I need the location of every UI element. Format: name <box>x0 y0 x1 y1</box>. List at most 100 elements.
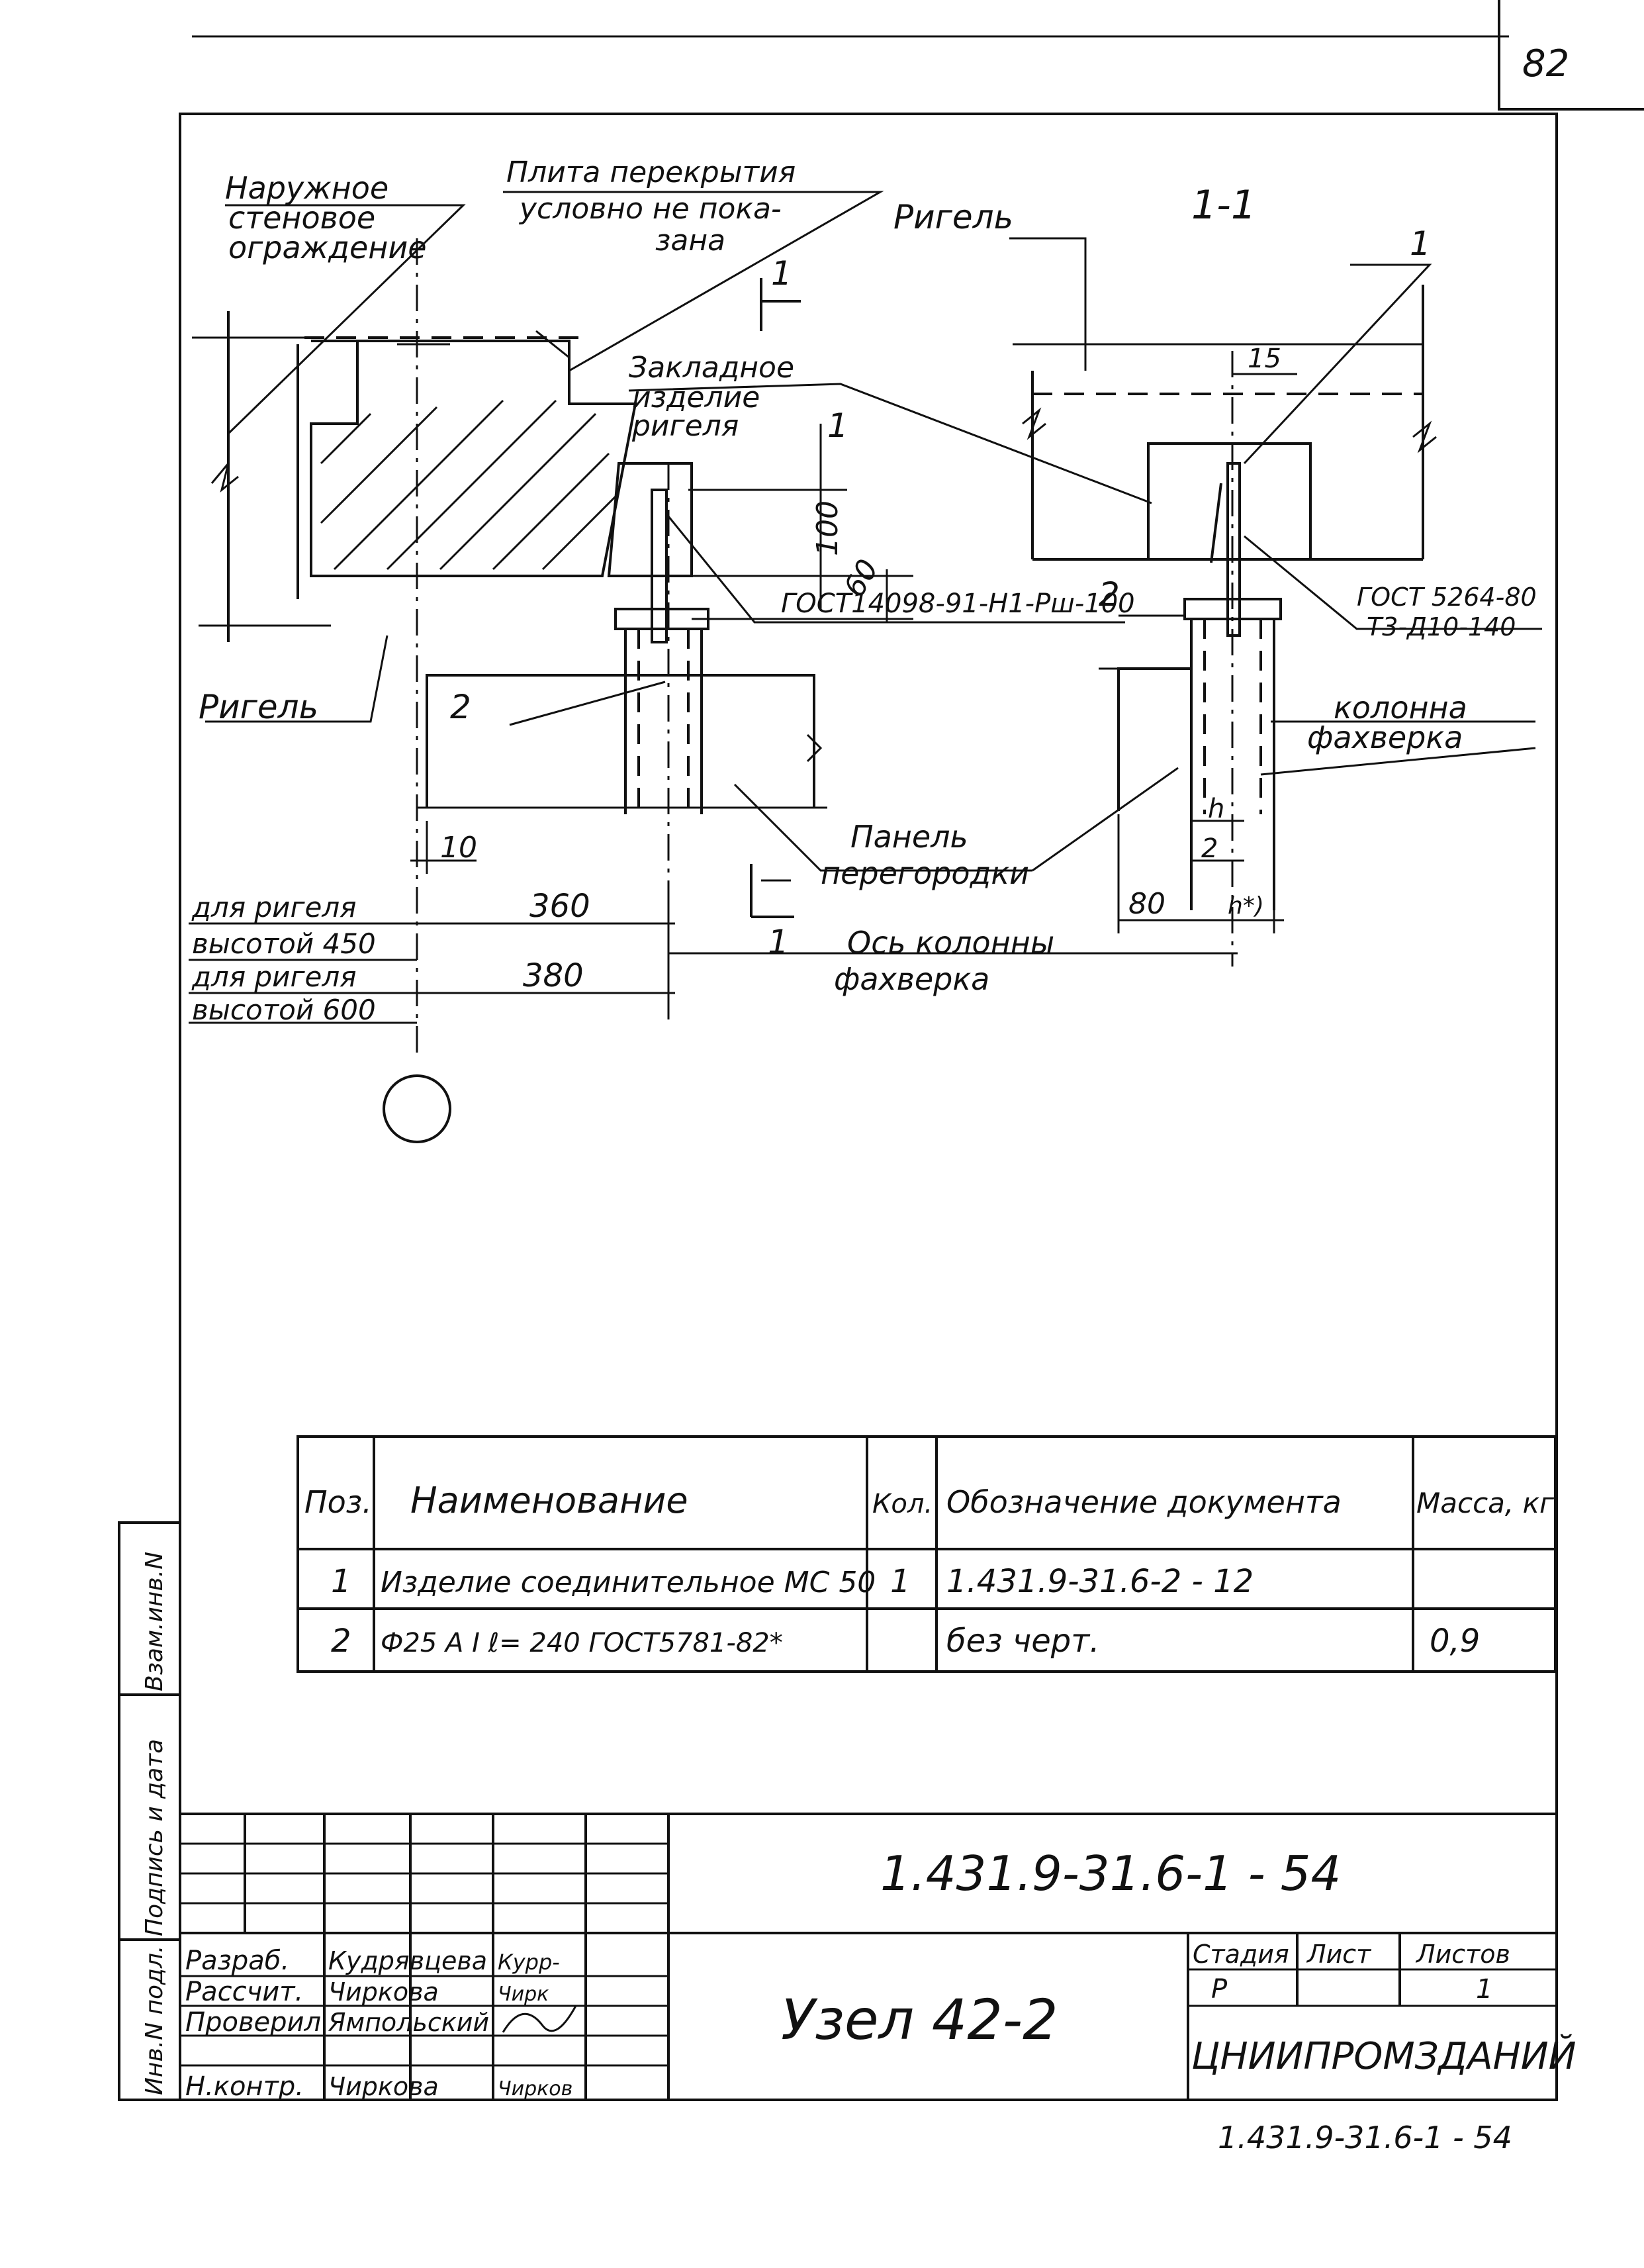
dims-right <box>1117 373 1297 933</box>
svg-text:Взам.инв.N: Взам.инв.N <box>141 1552 168 1691</box>
svg-text:высотой 450: высотой 450 <box>192 927 376 960</box>
title-names: Кудрявцева Чиркова Ямпольский Чиркова <box>328 1946 489 2101</box>
spec-row-2: 2 Ф25 А I ℓ= 240 ГОСТ5781-82* без черт. … <box>331 1623 1480 1660</box>
svg-text:ригеля: ригеля <box>631 409 739 443</box>
svg-text:0,9: 0,9 <box>1430 1623 1480 1660</box>
sheet-number: 82 <box>1522 42 1569 85</box>
label-rigel-left: Ригель <box>199 688 318 726</box>
pos2-left: 2 <box>450 688 471 726</box>
svg-text:Наружное: Наружное <box>225 170 388 206</box>
drawing-frame <box>179 113 1558 2101</box>
svg-text:Лист: Лист <box>1306 1940 1372 1969</box>
svg-text:колонна: колонна <box>1334 690 1467 726</box>
archive-stamp: 1.431.9-31.6-1 - 54 <box>1218 2120 1512 2155</box>
svg-text:Р: Р <box>1211 1974 1228 2005</box>
title-signatures: Курр- Чирк Чирков <box>498 1950 577 2101</box>
svg-text:стеновое: стеновое <box>228 200 375 236</box>
svg-text:Закладное: Закладное <box>629 351 794 385</box>
panel-right <box>1099 667 1191 811</box>
svg-text:80: 80 <box>1128 887 1165 921</box>
dim-10-label: 10 <box>440 831 477 865</box>
dim-rows: для ригеля высотой 450 для ригеля высото… <box>191 888 590 1026</box>
svg-text:Ф25 А I ℓ= 240 ГОСТ5781-82*: Ф25 А I ℓ= 240 ГОСТ5781-82* <box>381 1628 783 1658</box>
title-block-grid <box>180 1813 1557 2100</box>
panel-left <box>417 674 827 809</box>
svg-text:Ось колонны: Ось колонны <box>847 925 1054 961</box>
svg-text:Чирков: Чирков <box>498 2077 572 2101</box>
svg-text:Рассчит.: Рассчит. <box>185 1977 303 2007</box>
svg-text:Подпись и дата: Подпись и дата <box>141 1739 168 1936</box>
svg-text:Проверил: Проверил <box>185 2007 321 2038</box>
pos1-right: 1 <box>1410 224 1431 263</box>
pos2-right: 2 <box>1099 575 1120 614</box>
reference-circle <box>383 1074 451 1143</box>
svg-text:ограждение: ограждение <box>228 230 427 265</box>
svg-text:условно не пока-: условно не пока- <box>518 192 782 226</box>
column-left <box>614 608 709 814</box>
svg-text:2: 2 <box>1201 833 1218 864</box>
svg-text:Т3-Д10-140: Т3-Д10-140 <box>1367 612 1516 641</box>
svg-text:Н.контр.: Н.контр. <box>185 2071 304 2102</box>
svg-text:Обозначение документа: Обозначение документа <box>946 1484 1342 1520</box>
svg-text:1: 1 <box>1476 1974 1492 2005</box>
svg-text:перегородки: перегородки <box>821 855 1029 891</box>
svg-text:360: 360 <box>529 888 590 925</box>
svg-text:Поз.: Поз. <box>304 1484 372 1520</box>
label-embedded: Закладное изделие ригеля <box>629 351 794 443</box>
dim-100-60 <box>692 424 913 622</box>
svg-text:для ригеля: для ригеля <box>191 891 356 923</box>
side-strip: Взам.инв.N Подпись и дата Инв.N подл. <box>118 1521 181 2101</box>
organization: ЦНИИПРОМЗДАНИЙ <box>1191 2035 1576 2078</box>
svg-text:Плита перекрытия: Плита перекрытия <box>506 156 796 189</box>
spec-header: Поз. Наименование Кол. Обозначение докум… <box>304 1480 1555 1521</box>
leaders-left <box>205 191 1152 872</box>
dim-10 <box>410 821 477 874</box>
svg-text:зана: зана <box>655 224 725 258</box>
label-panel: Панель перегородки <box>821 819 1029 891</box>
title-roles: Разраб. Рассчит. Проверил Н.контр. <box>185 1946 321 2102</box>
spec-table <box>297 1435 1557 1673</box>
dim-100: 100 <box>811 500 845 556</box>
slab-break <box>535 330 570 359</box>
svg-text:Изделие соединительное МС 50: Изделие соединительное МС 50 <box>381 1566 876 1599</box>
label-axis: Ось колонны фахверка <box>834 925 1054 997</box>
label-column: колонна фахверка <box>1307 690 1467 755</box>
svg-text:Стадия: Стадия <box>1193 1940 1289 1969</box>
svg-text:без черт.: без черт. <box>946 1623 1100 1660</box>
rigel-section <box>310 340 637 577</box>
label-outer-wall: Наружное стеновое ограждение <box>225 170 427 265</box>
sheet-title: Узел 42-2 <box>781 1987 1058 2052</box>
label-rigel-right: Ригель <box>893 198 1013 236</box>
gost-weld: ГОСТ14098-91-Н1-Рш-100 <box>781 589 1135 619</box>
svg-text:Панель: Панель <box>850 819 968 855</box>
svg-text:h*): h*) <box>1228 892 1264 920</box>
svg-text:Масса, кг: Масса, кг <box>1416 1487 1555 1519</box>
outer-wall <box>192 311 331 642</box>
svg-text:Чиркова: Чиркова <box>328 1977 439 2007</box>
section-mark: 1-1 <box>1191 182 1256 228</box>
svg-text:Чиркова: Чиркова <box>328 2072 439 2101</box>
label-slab: Плита перекрытия условно не пока- зана <box>506 156 796 258</box>
cut-mark-bottom <box>750 864 794 918</box>
svg-text:для ригеля: для ригеля <box>191 961 356 993</box>
dims-right-labels: h 2 80 h*) <box>1128 794 1264 921</box>
dim-360-380 <box>189 900 1238 1024</box>
pos1-left: 1 <box>827 406 848 445</box>
doc-code: 1.431.9-31.6-1 - 54 <box>880 1846 1341 1901</box>
stage-block: Стадия Лист Листов Р 1 <box>1193 1940 1510 2005</box>
svg-text:Курр-: Курр- <box>498 1950 560 1975</box>
svg-text:1: 1 <box>771 254 792 293</box>
svg-text:1.431.9-31.6-2 - 12: 1.431.9-31.6-2 - 12 <box>946 1563 1254 1600</box>
svg-text:фахверка: фахверка <box>834 961 989 997</box>
dim-15: 15 <box>1248 344 1281 374</box>
svg-text:Разраб.: Разраб. <box>185 1946 289 1976</box>
svg-text:Ямпольский: Ямпольский <box>328 2008 489 2037</box>
svg-text:380: 380 <box>523 957 584 994</box>
svg-text:Чирк: Чирк <box>498 1983 549 2006</box>
svg-text:Инв.N подл.: Инв.N подл. <box>141 1946 168 2095</box>
svg-text:Кудрявцева: Кудрявцева <box>328 1946 487 1975</box>
svg-text:h: h <box>1208 794 1224 824</box>
embedded-plate-left <box>607 462 693 643</box>
svg-text:Кол.: Кол. <box>872 1489 933 1519</box>
